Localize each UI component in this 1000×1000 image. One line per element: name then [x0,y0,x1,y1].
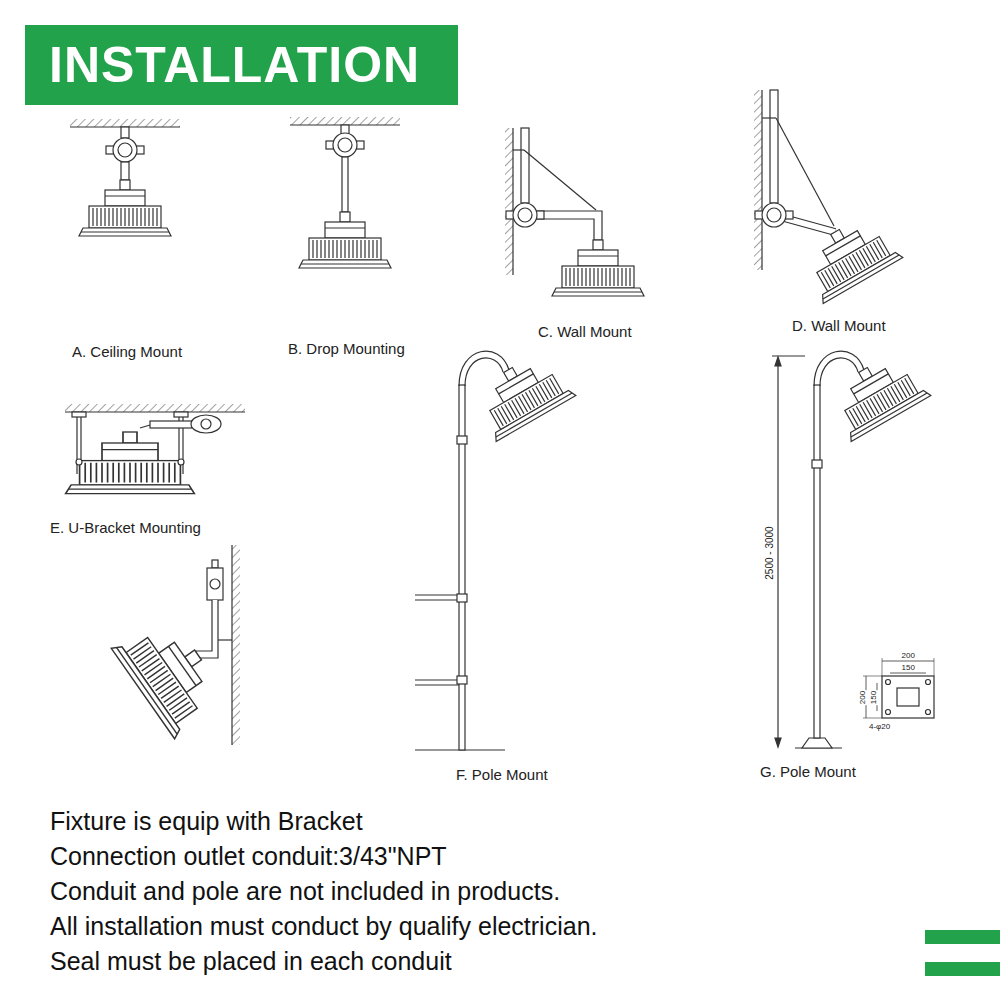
wall-mount-figure [505,128,644,296]
mount-label: G. Pole Mount [760,763,856,781]
pole-mount-dimensioned-figure [772,347,934,748]
dimension-label: 200 [901,651,916,660]
title-band: INSTALLATION [25,25,458,105]
dimension-label: 150 [901,663,916,672]
note-line: Connection outlet conduit:3/43"NPT [50,841,447,871]
hole-label: 4-φ20 [868,722,891,731]
bottom-stripes [925,930,1000,976]
note-line: Seal must be placed in each conduit [50,946,452,976]
title-text: INSTALLATION [49,37,420,93]
mount-label: B. Drop Mounting [288,340,405,358]
mount-label: C. Wall Mount [538,323,632,341]
dimension-label: 150 [869,689,878,704]
ceiling-mount-figure [70,119,180,236]
mount-label: E. U-Bracket Mounting [50,519,201,537]
wall-bracket-figure [111,545,240,745]
u-bracket-figure [65,404,245,494]
drop-mount-figure [290,117,400,268]
pole-mount-figure [415,347,576,750]
note-line: Conduit and pole are not included in pro… [50,876,560,906]
mount-label: F. Pole Mount [456,766,548,784]
note-line: Fixture is equip with Bracket [50,806,363,836]
dimension-label: 2500 - 3000 [763,525,775,580]
dimension-label: 200 [858,689,867,704]
note-line: All installation must conduct by qualify… [50,911,598,941]
mount-label: A. Ceiling Mount [72,343,182,361]
wall-mount-angled-figure [754,90,903,303]
mount-label: D. Wall Mount [792,317,886,335]
